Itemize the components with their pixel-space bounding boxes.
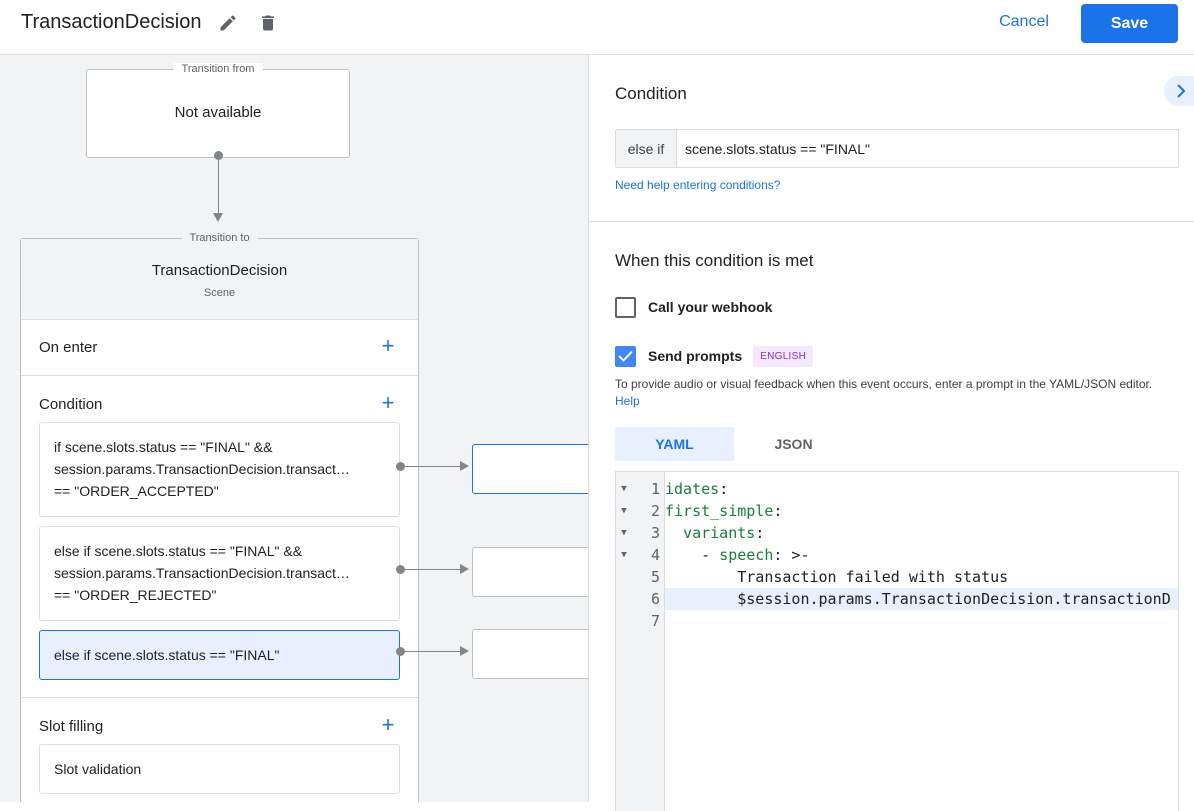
transition-from-label: Transition from	[173, 63, 263, 75]
line-number: 6	[650, 590, 660, 608]
line-number: 1	[650, 480, 660, 498]
webhook-label: Call your webhook	[648, 299, 773, 315]
line-number: 7	[650, 612, 660, 630]
save-button[interactable]: Save	[1081, 4, 1178, 43]
code-text: first_simple:	[665, 502, 783, 520]
add-condition-icon[interactable]: +	[381, 390, 395, 415]
condition-card-2[interactable]: else if scene.slots.status == "FINAL" &&…	[39, 526, 400, 621]
cancel-button[interactable]: Cancel	[999, 13, 1049, 30]
fold-arrow-icon[interactable]: ▼	[621, 528, 627, 538]
condition-line: == "ORDER_REJECTED"	[54, 587, 217, 603]
prompt-description: To provide audio or visual feedback when…	[615, 376, 1175, 410]
divider	[589, 221, 1194, 222]
code-editor[interactable]: ▼ 1 idates: ▼ 2 first_simple: ▼ 3 variants: ▼ 4 -…	[615, 471, 1179, 811]
condition-prefix: else if	[616, 130, 677, 167]
condition-editor-panel: Condition else if Need help entering con…	[588, 55, 1194, 811]
top-bar: TransactionDecision Cancel Save	[0, 0, 1194, 55]
delete-trash-icon[interactable]	[256, 11, 280, 35]
fold-arrow-icon[interactable]: ▼	[621, 484, 627, 494]
slot-validation-card[interactable]: Slot validation	[39, 744, 400, 794]
line-number: 3	[650, 524, 660, 542]
connector-line	[400, 651, 462, 652]
code-text: - speech: >-	[665, 546, 810, 564]
editor-gutter	[616, 472, 665, 811]
connector-arrow	[460, 564, 469, 574]
fold-arrow-icon[interactable]: ▼	[621, 550, 627, 560]
scene-name: TransactionDecision	[151, 262, 288, 279]
condition-line: session.params.TransactionDecision.trans…	[54, 461, 350, 477]
edit-pencil-icon[interactable]	[216, 11, 240, 35]
add-on-enter-icon[interactable]: +	[381, 333, 395, 358]
code-line[interactable]: ▼ 3 variants:	[616, 522, 1178, 544]
connector-line	[218, 155, 219, 215]
on-enter-section[interactable]: On enter +	[21, 320, 418, 376]
send-prompts-label: Send prompts	[648, 348, 743, 364]
scene-node: Transition to TransactionDecision Scene …	[20, 232, 419, 802]
slot-validation-label: Slot validation	[54, 761, 142, 777]
help-link[interactable]: Help	[615, 394, 640, 408]
code-text: $session.params.TransactionDecision.tran…	[665, 590, 1171, 608]
transition-target-box[interactable]	[472, 547, 588, 597]
checkmark-icon	[618, 350, 633, 362]
fold-arrow-icon[interactable]: ▼	[621, 506, 627, 516]
condition-section: Condition + if scene.slots.status == "FI…	[21, 376, 418, 698]
condition-card-3-selected[interactable]: else if scene.slots.status == "FINAL"	[39, 630, 400, 680]
line-number: 2	[650, 502, 660, 520]
code-line[interactable]: ▼ 4 - speech: >-	[616, 544, 1178, 566]
collapse-panel-button[interactable]	[1164, 76, 1194, 106]
when-met-heading: When this condition is met	[615, 251, 814, 270]
condition-label: Condition	[39, 396, 103, 413]
condition-line: else if scene.slots.status == "FINAL" &&	[54, 543, 303, 559]
code-line[interactable]: ▼ 2 first_simple:	[616, 500, 1178, 522]
prompts-row: Send prompts ENGLISH	[615, 345, 814, 367]
language-badge: ENGLISH	[753, 345, 814, 367]
condition-card-1[interactable]: if scene.slots.status == "FINAL" && sess…	[39, 422, 400, 517]
code-text: variants:	[683, 524, 765, 542]
current-line-highlight	[665, 588, 1178, 610]
condition-line: if scene.slots.status == "FINAL" &&	[54, 439, 273, 455]
connector-arrow	[460, 646, 469, 656]
slot-filling-section: Slot filling + Slot validation	[21, 698, 418, 802]
help-conditions-link[interactable]: Need help entering conditions?	[615, 178, 781, 192]
line-number: 4	[650, 546, 660, 564]
on-enter-label: On enter	[39, 339, 98, 356]
page-title: TransactionDecision	[21, 11, 202, 33]
condition-line: session.params.TransactionDecision.trans…	[54, 565, 350, 581]
transition-from-value: Not available	[174, 104, 262, 121]
flow-canvas[interactable]: Transition from Not available Transition…	[0, 55, 588, 802]
scene-type: Scene	[203, 287, 236, 299]
webhook-row: Call your webhook	[615, 296, 772, 318]
connector-arrow	[460, 461, 469, 471]
slot-filling-label: Slot filling	[39, 718, 104, 735]
send-prompts-checkbox[interactable]	[615, 345, 636, 367]
connector-line	[400, 569, 462, 570]
line-number: 5	[650, 568, 660, 586]
condition-input[interactable]	[677, 130, 1178, 167]
code-line[interactable]: ▼ 1 idates:	[616, 478, 1178, 500]
connector-line	[400, 466, 462, 467]
condition-field: else if	[615, 129, 1179, 168]
transition-target-box[interactable]	[472, 629, 588, 679]
add-slot-icon[interactable]: +	[381, 712, 395, 737]
condition-line: == "ORDER_ACCEPTED"	[54, 483, 219, 499]
transition-from-node: Transition from Not available	[86, 63, 350, 158]
transition-target-box[interactable]	[472, 444, 588, 494]
tab-json[interactable]: JSON	[774, 436, 813, 452]
webhook-checkbox[interactable]	[615, 296, 636, 318]
code-line[interactable]: 7	[616, 610, 1178, 632]
code-line[interactable]: 6 $session.params.TransactionDecision.tr…	[616, 588, 1178, 610]
transition-to-label: Transition to	[181, 232, 258, 244]
connector-arrow	[213, 213, 223, 222]
tab-yaml[interactable]: YAML	[615, 427, 734, 461]
chevron-right-icon	[1177, 84, 1186, 98]
code-line[interactable]: 5 Transaction failed with status	[616, 566, 1178, 588]
code-text: idates:	[665, 480, 729, 498]
scene-header[interactable]: Transition to TransactionDecision Scene	[21, 232, 418, 320]
condition-heading: Condition	[615, 84, 687, 103]
description-text: To provide audio or visual feedback when…	[615, 377, 1153, 391]
code-text: Transaction failed with status	[665, 568, 1009, 586]
condition-line: else if scene.slots.status == "FINAL"	[54, 647, 280, 663]
